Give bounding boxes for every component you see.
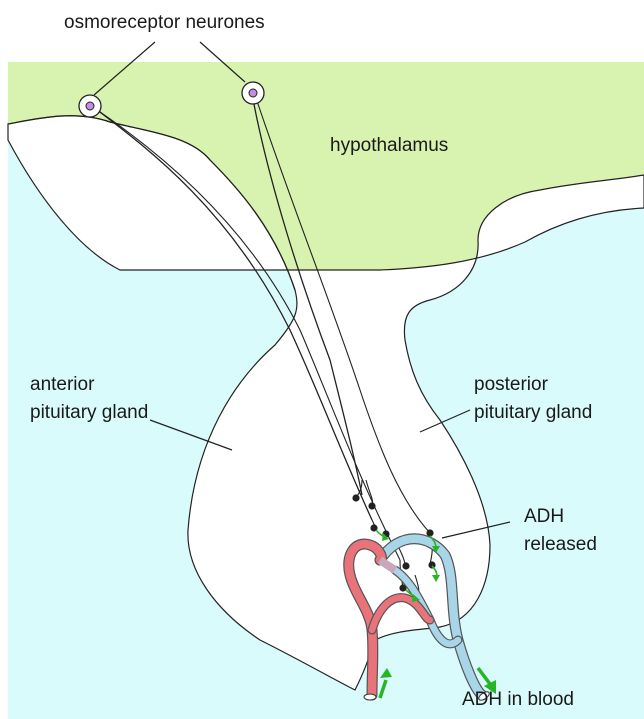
label-anterior-1: anterior xyxy=(30,374,95,395)
label-anterior-2: pituitary gland xyxy=(30,402,148,423)
label-adh-released-2: released xyxy=(524,534,597,555)
label-posterior-1: posterior xyxy=(474,374,549,395)
label-posterior-2: pituitary gland xyxy=(474,402,592,423)
label-hypothalamus: hypothalamus xyxy=(330,135,448,156)
neuron-cell-body-1 xyxy=(79,95,101,117)
label-osmoreceptor-neurones: osmoreceptor neurones xyxy=(64,12,265,33)
label-adh-released-1: ADH xyxy=(524,506,564,527)
label-adh-in-blood: ADH in blood xyxy=(462,689,574,710)
artery-end-cap xyxy=(364,694,376,700)
neuron-cell-body-2 xyxy=(242,82,264,104)
